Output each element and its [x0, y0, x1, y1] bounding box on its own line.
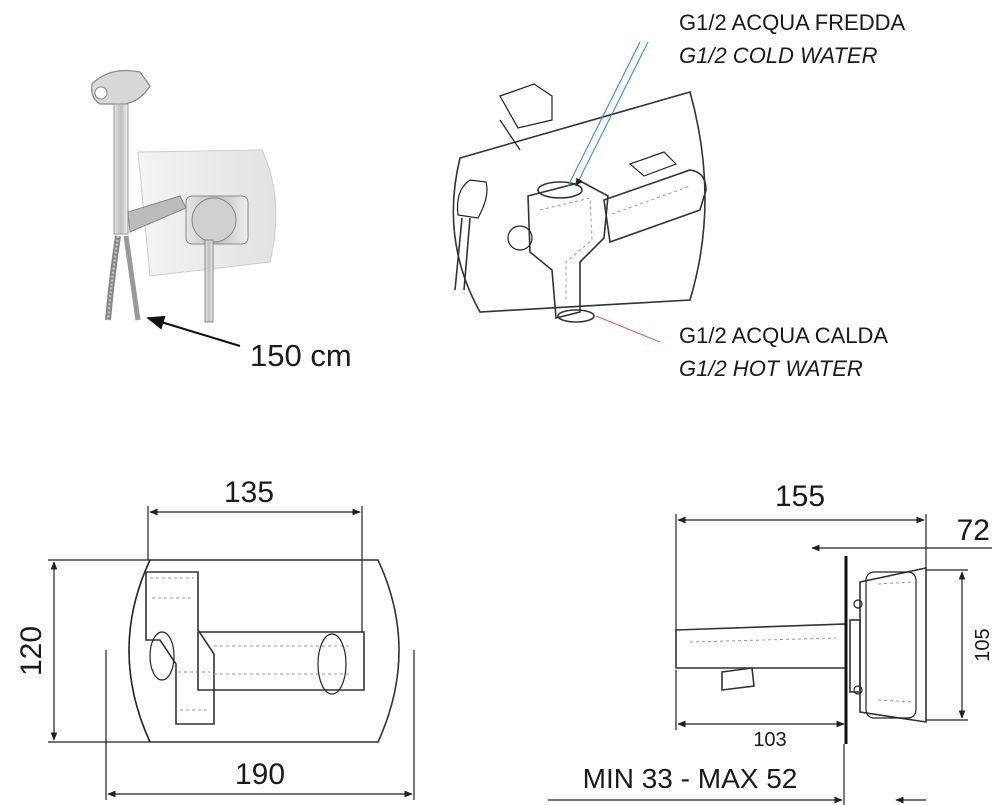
hot-label-en: G1/2 HOT WATER — [679, 356, 863, 381]
side-dims — [548, 514, 992, 805]
dim-front-height: 120 — [15, 626, 48, 676]
front-dims — [48, 506, 415, 800]
dim-side-overall: 155 — [775, 480, 825, 513]
hot-pointer — [595, 315, 661, 343]
dim-side-spout: 103 — [753, 729, 786, 751]
dim-side-height: 105 — [972, 628, 994, 661]
dim-wall-range: MIN 33 - MAX 52 — [583, 763, 798, 794]
dim-side-depth: 72 — [957, 514, 990, 547]
product-photo — [91, 69, 277, 323]
hose-arrow — [146, 315, 241, 347]
cold-label-it: G1/2 ACQUA FREDDA — [679, 10, 906, 35]
front-view — [128, 559, 400, 743]
cold-pointer-2 — [575, 41, 649, 187]
dim-front-width-bottom: 190 — [235, 758, 285, 791]
side-view — [675, 556, 927, 744]
cold-pointer — [567, 41, 641, 187]
cold-label-en: G1/2 COLD WATER — [679, 43, 878, 68]
install-drawing — [452, 83, 707, 323]
hot-label-it: G1/2 ACQUA CALDA — [679, 323, 888, 348]
hose-length-label: 150 cm — [250, 338, 352, 373]
dim-front-width-top: 135 — [224, 476, 274, 509]
